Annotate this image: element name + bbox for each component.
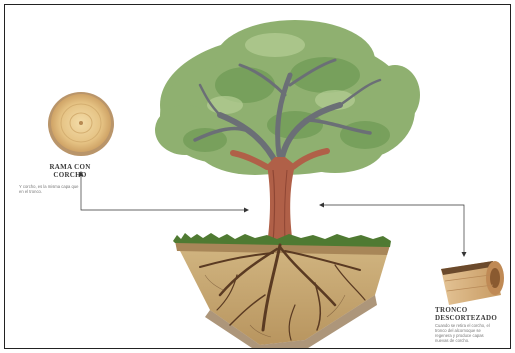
branch-label-title: RAMA CON CORCHO <box>45 164 95 179</box>
trunk-label: TRONCO DESCORTEZADO Cuando se retira el … <box>435 307 495 343</box>
trunk-description-text: Cuando se retira el corcho, el tronco de… <box>435 323 495 343</box>
arrow-down-icon <box>462 252 467 257</box>
cork-branch-section <box>48 92 114 156</box>
diagram-frame: RAMA CON CORCHO Y corcho, es la misma ca… <box>4 4 511 349</box>
branch-description-text: Y corcho, es la misma capa que en el tro… <box>19 184 81 194</box>
branch-description: Y corcho, es la misma capa que en el tro… <box>19 183 81 194</box>
soil-block <box>175 241 390 349</box>
arrow-left-icon <box>319 203 324 208</box>
branch-label: RAMA CON CORCHO <box>45 164 95 179</box>
tree-trunk <box>267 157 295 245</box>
arrow-right-icon <box>244 208 249 213</box>
trunk-label-title: TRONCO DESCORTEZADO <box>435 307 495 322</box>
debarked-trunk-log <box>441 261 504 305</box>
